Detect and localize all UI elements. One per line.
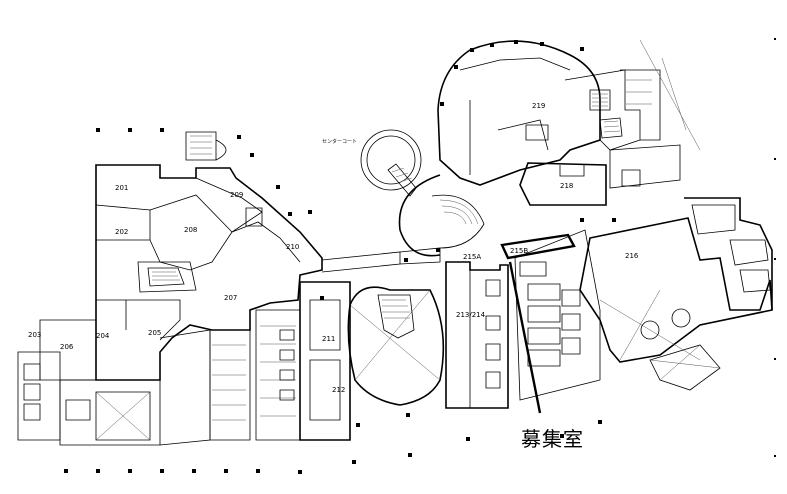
room-label-213-214: 213/214 (456, 311, 486, 319)
room-label-215a: 215A (463, 253, 481, 261)
room-label-207: 207 (224, 294, 237, 302)
room-label-212: 212 (332, 386, 345, 394)
room-label-215b: 215B (510, 247, 528, 255)
room-label-202: 202 (115, 228, 128, 236)
room-label-206: 206 (60, 343, 74, 351)
room-label-201: 201 (115, 184, 128, 192)
center-court-label: センターコート (322, 138, 357, 145)
pillar-markers (64, 38, 776, 474)
room-label-219: 219 (532, 102, 545, 110)
callout-leader-line (508, 261, 542, 414)
room-label-205: 205 (148, 329, 161, 337)
room-label-203: 203 (28, 331, 41, 339)
highlighted-room-215b (500, 233, 576, 260)
right-upper-wing (437, 39, 701, 206)
center-section (255, 129, 485, 441)
room-label-218: 218 (560, 182, 573, 190)
callout-recruitment-room: 募集室 (521, 427, 584, 451)
room-label-208: 208 (184, 226, 197, 234)
left-wing (17, 131, 323, 446)
room-label-210: 210 (286, 243, 299, 251)
room-labels: 201 202 203 204 205 206 207 208 209 210 … (28, 102, 639, 394)
right-lower-wing (514, 197, 773, 401)
room-label-204: 204 (96, 332, 110, 340)
room-label-211: 211 (322, 335, 335, 343)
rooms-213-214 (445, 261, 509, 409)
room-label-216: 216 (625, 252, 639, 260)
room-label-209: 209 (230, 191, 243, 199)
